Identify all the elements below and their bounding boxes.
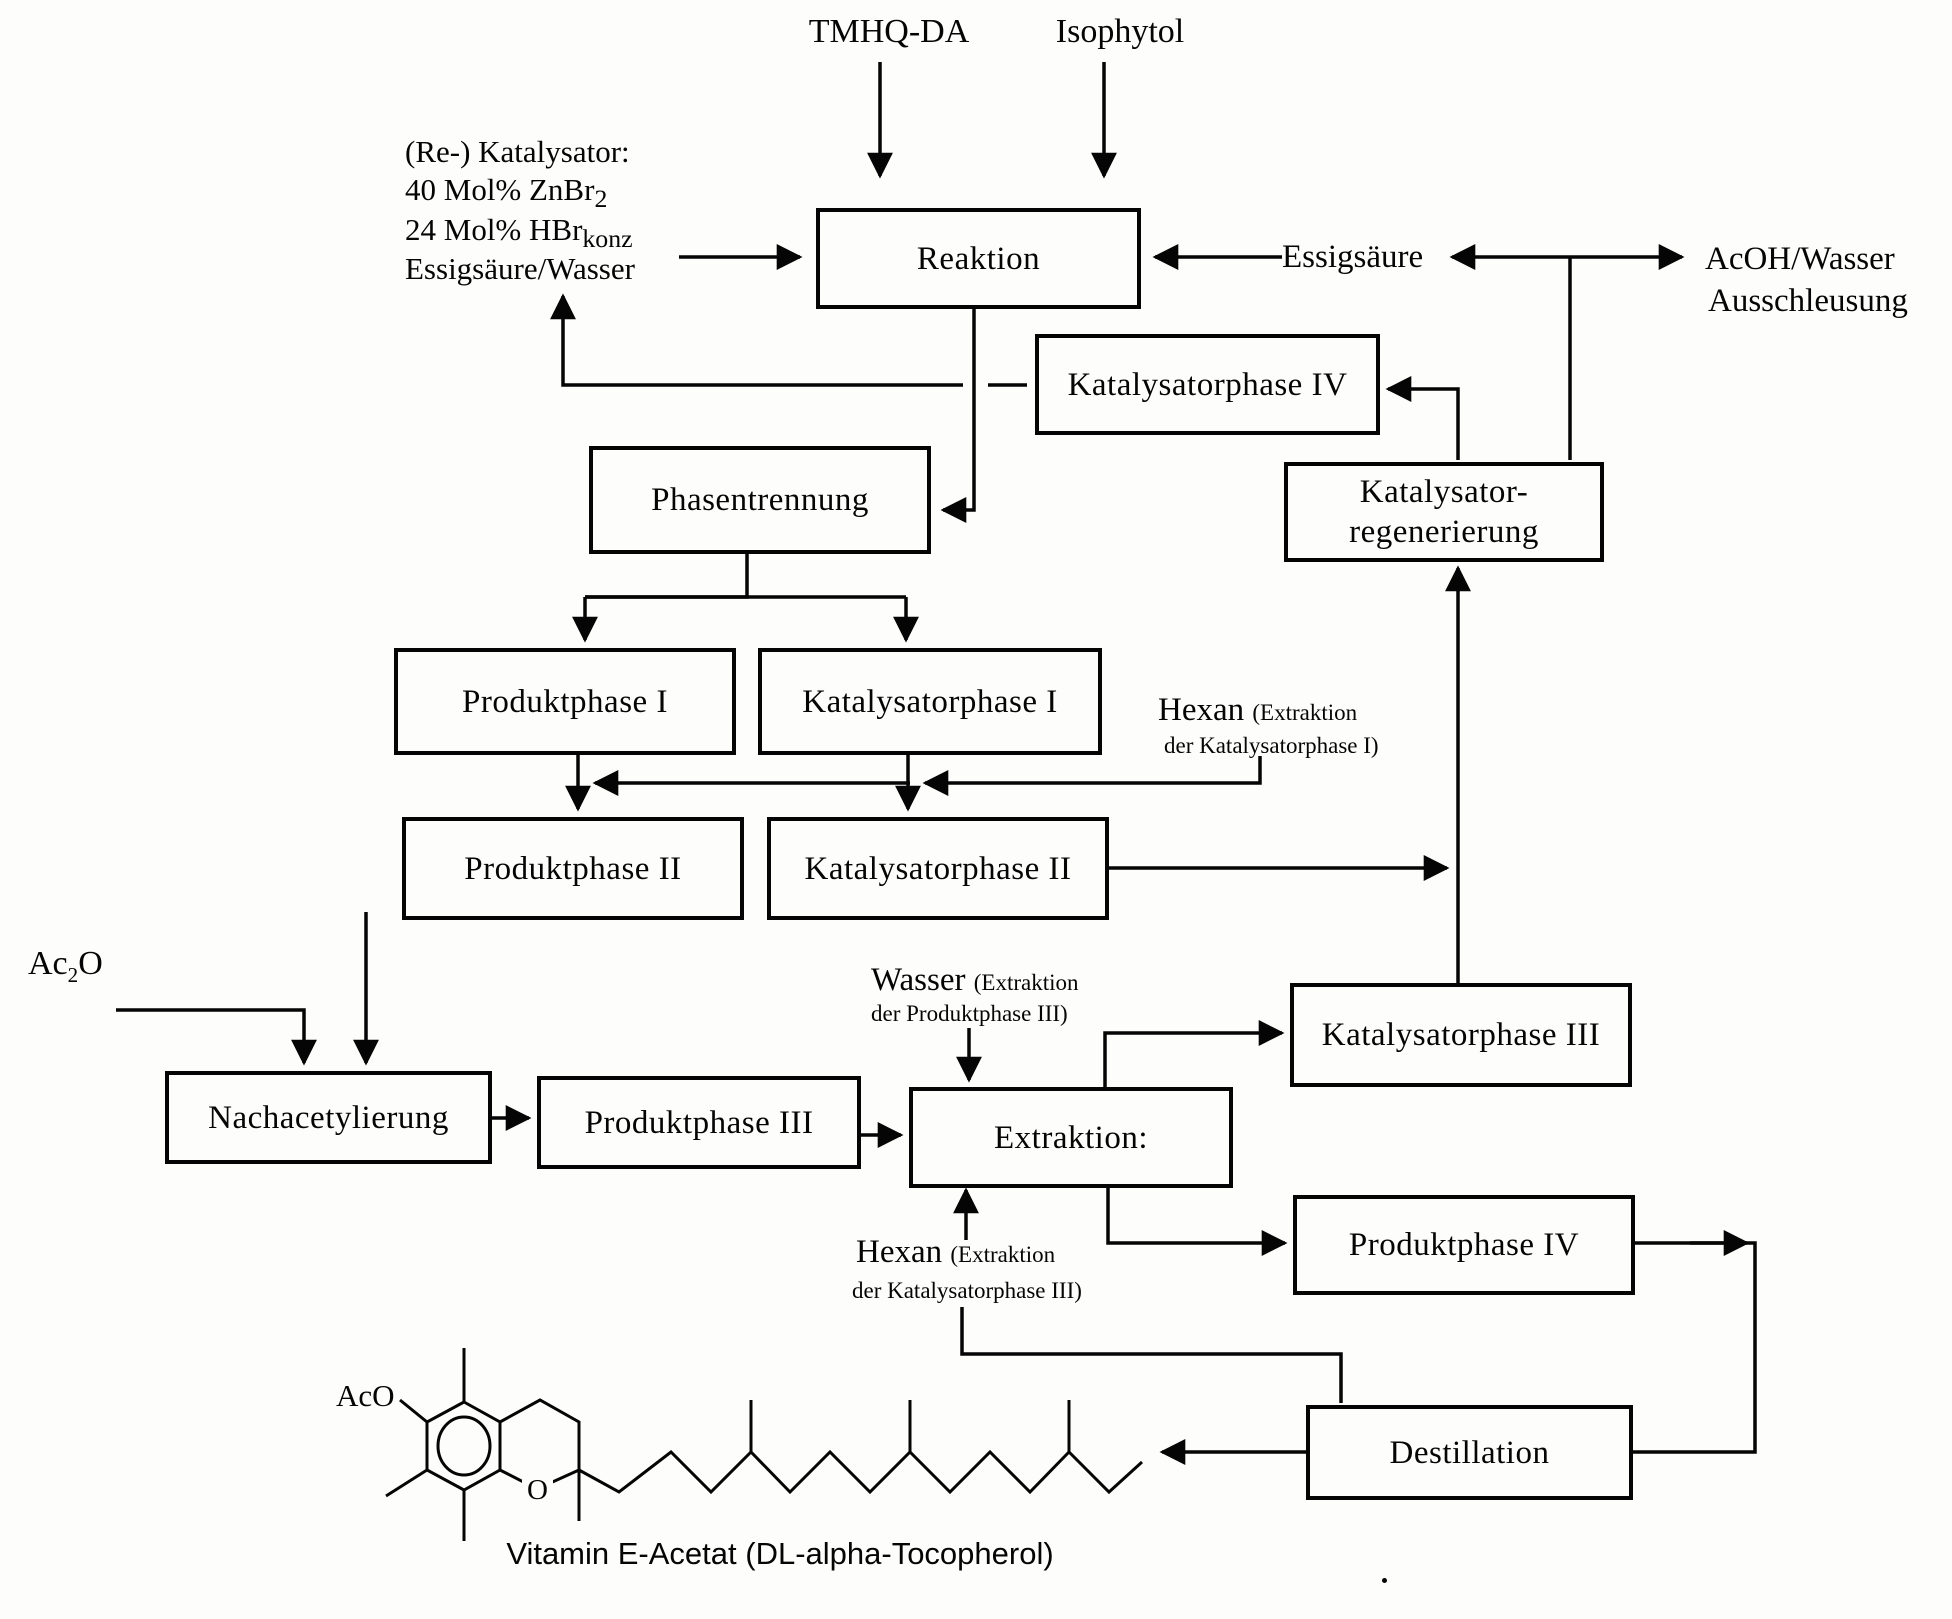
box-produktphase-iii: Produktphase III (537, 1076, 861, 1169)
stream-wasser: Wasser (Extraktion (871, 962, 1079, 998)
stream-ac2o: Ac2O (28, 945, 103, 987)
line-destillation-to-hexan3 (960, 1307, 1343, 1403)
phytyl-chain (578, 1449, 1144, 1495)
box-produktphase-ii: Produktphase II (402, 817, 744, 920)
box-katalysatorphase-iv: Katalysatorphase IV (1035, 334, 1380, 435)
box-nachacetylierung: Nachacetylierung (165, 1071, 492, 1164)
arrow-regenerierung-to-kat4 (1385, 376, 1460, 460)
stream-wasser-line2: der Produktphase III) (871, 1001, 1068, 1026)
catalyst-note-line4: Essigsäure/Wasser (405, 251, 635, 286)
stream-hexan-iii-line2: der Katalysatorphase III) (852, 1278, 1082, 1303)
arrow-kat4-recycle (550, 293, 963, 387)
arrow-ac2o-feed (116, 1008, 317, 1066)
catalyst-note-line1: (Re-) Katalysator: (405, 134, 630, 169)
product-caption: Vitamin E-Acetat (DL-alpha-Tocopherol) (506, 1536, 1054, 1571)
vitamin-e-structure (385, 1348, 1144, 1541)
box-katalysatorphase-ii: Katalysatorphase II (767, 817, 1109, 920)
box-produktphase-iv: Produktphase IV (1293, 1195, 1635, 1295)
arrow-reaktion-to-phasentrennung (940, 301, 976, 523)
stream-hexan-i-line2: der Katalysatorphase I) (1164, 733, 1379, 758)
stream-essigsaeure: Essigsäure (1282, 239, 1424, 275)
box-katalysatorphase-iii: Katalysatorphase III (1290, 983, 1632, 1087)
stream-acoh-wasser: AcOH/Wasser (1705, 241, 1895, 277)
box-destillation: Destillation (1306, 1405, 1633, 1500)
box-produktphase-i: Produktphase I (394, 648, 736, 755)
scan-speck (1382, 1578, 1387, 1583)
line-prod4-to-destillation (1627, 1241, 1757, 1454)
input-isophytol: Isophytol (1055, 13, 1185, 50)
arrow-extraktion-to-prod4 (1106, 1184, 1288, 1256)
box-katalysatorphase-i: Katalysatorphase I (758, 648, 1102, 755)
box-phasentrennung: Phasentrennung (589, 446, 931, 554)
catalyst-note-line3: 24 Mol% HBrkonz (405, 212, 633, 254)
box-extraktion: Extraktion: (909, 1087, 1233, 1188)
catalyst-note-line2: 40 Mol% ZnBr2 (405, 172, 608, 214)
aromatic-circle (436, 1415, 492, 1477)
box-reaktion: Reaktion (816, 208, 1141, 309)
aco-bond (399, 1398, 428, 1424)
arrow-hexan1-feed (922, 756, 1262, 796)
arrow-extraktion-to-kat3 (1103, 1020, 1285, 1087)
stream-hexan-iii: Hexan (Extraktion (856, 1234, 1056, 1270)
box-katalysator-regenerierung: Katalysator-regenerierung (1284, 462, 1604, 562)
stream-ausschleusung: Ausschleusung (1708, 283, 1908, 319)
aco-label: AcO (336, 1378, 395, 1413)
stream-hexan-i: Hexan (Extraktion (1158, 692, 1358, 728)
methyl-bottom-left (385, 1468, 428, 1498)
input-tmhq-da: TMHQ-DA (808, 13, 970, 50)
ring-oxygen-label: O (527, 1474, 548, 1506)
